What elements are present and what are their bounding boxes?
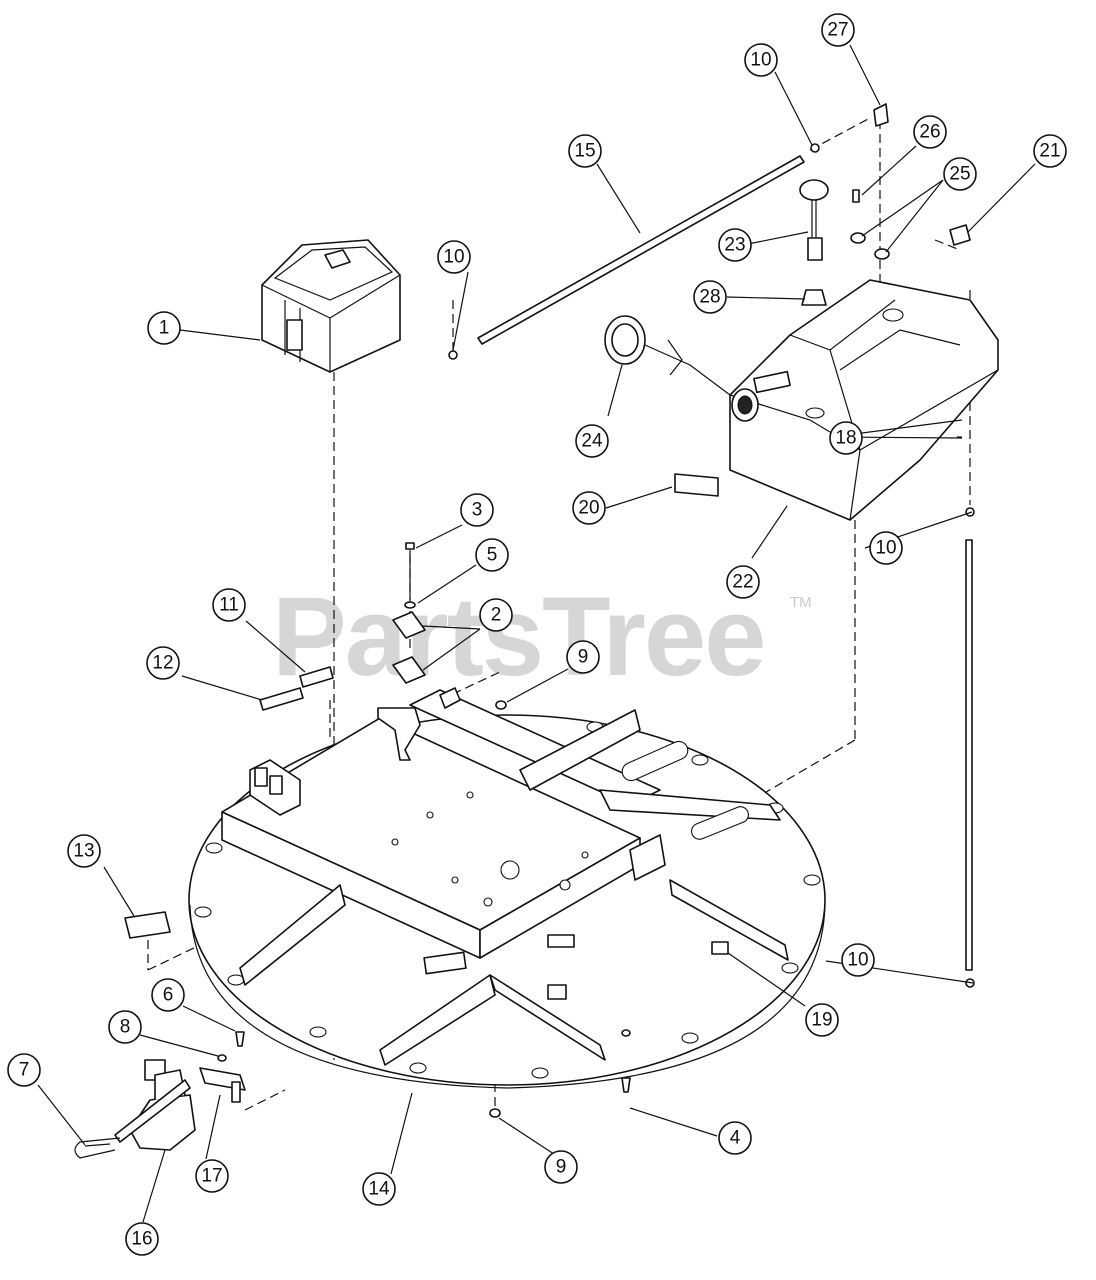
callout-3: 3 (460, 493, 494, 527)
callout-7: 7 (7, 1053, 41, 1087)
callout-1-label: 1 (159, 318, 170, 339)
callout-10-bottom-label: 10 (847, 950, 868, 971)
fuel-tank (729, 279, 999, 521)
callout-9-top-label: 9 (578, 647, 589, 668)
callout-27: 27 (821, 13, 855, 47)
callout-15-label: 15 (574, 141, 595, 162)
callout-27-label: 27 (827, 20, 848, 41)
callout-23: 23 (718, 228, 752, 262)
callout-11: 11 (212, 588, 246, 622)
callout-17: 17 (195, 1159, 229, 1193)
callout-17-label: 17 (201, 1166, 222, 1187)
callout-26: 26 (913, 115, 947, 149)
callouts: 27 10 26 15 25 21 10 23 28 1 24 20 3 10 … (7, 13, 1067, 1256)
callout-2: 2 (479, 598, 513, 632)
rod-18 (965, 539, 973, 971)
callout-3-label: 3 (472, 500, 483, 521)
callout-22-label: 22 (732, 572, 753, 593)
callout-6-label: 6 (163, 985, 174, 1006)
callout-1: 1 (147, 311, 181, 345)
decals (124, 473, 719, 939)
callout-10-top: 10 (744, 43, 778, 77)
callout-13: 13 (67, 834, 101, 868)
callout-19-label: 19 (811, 1010, 832, 1031)
callout-19: 19 (805, 1003, 839, 1037)
callout-13-label: 13 (73, 841, 94, 862)
callout-16: 16 (125, 1222, 159, 1256)
callout-28-label: 28 (699, 287, 720, 308)
callout-16-label: 16 (131, 1229, 152, 1250)
callout-4-label: 4 (730, 1128, 741, 1149)
callout-15: 15 (568, 134, 602, 168)
callout-21-label: 21 (1039, 141, 1060, 162)
callout-10-bottom: 10 (841, 943, 875, 977)
callout-10-left-label: 10 (443, 247, 464, 268)
callout-26-label: 26 (919, 122, 940, 143)
lift-assembly (74, 1059, 246, 1159)
callout-8-label: 8 (120, 1017, 131, 1038)
callout-5-label: 5 (487, 545, 498, 566)
callout-22: 22 (726, 565, 760, 599)
callout-20: 20 (572, 491, 606, 525)
callout-24-label: 24 (581, 431, 603, 452)
callout-25: 25 (943, 157, 977, 191)
callout-6: 6 (151, 978, 185, 1012)
fuel-gauge (799, 179, 829, 306)
callout-10-top-label: 10 (750, 50, 771, 71)
callout-10-right: 10 (869, 531, 903, 565)
callout-14-label: 14 (368, 1179, 390, 1200)
callout-21: 21 (1033, 134, 1067, 168)
callout-11-label: 11 (219, 595, 239, 616)
watermark: PartsTree (272, 574, 767, 699)
callout-14: 14 (362, 1172, 396, 1206)
callout-20-label: 20 (578, 498, 599, 519)
deck-plate (188, 687, 826, 1089)
callout-9-bottom-label: 9 (556, 1157, 567, 1178)
callout-23-label: 23 (724, 235, 745, 256)
callout-10-left: 10 (437, 240, 471, 274)
battery-box (261, 239, 401, 373)
callout-5: 5 (475, 538, 509, 572)
callout-12-label: 12 (152, 653, 173, 674)
callout-9-top: 9 (566, 640, 600, 674)
callout-4: 4 (718, 1121, 752, 1155)
callout-18-label: 18 (835, 428, 856, 449)
callout-7-label: 7 (19, 1060, 30, 1081)
callout-9-bottom: 9 (544, 1150, 578, 1184)
callout-24: 24 (575, 424, 609, 458)
callout-25-label: 25 (949, 164, 970, 185)
fuel-cap (604, 315, 731, 396)
callout-28: 28 (693, 280, 727, 314)
callout-18: 18 (829, 421, 863, 455)
callout-12: 12 (146, 646, 180, 680)
rod-15 (477, 155, 805, 345)
callout-10-right-label: 10 (875, 538, 896, 559)
callout-2-label: 2 (491, 605, 502, 626)
watermark-trademark: TM (790, 594, 812, 611)
callout-8: 8 (108, 1010, 142, 1044)
hardware (217, 103, 975, 1118)
